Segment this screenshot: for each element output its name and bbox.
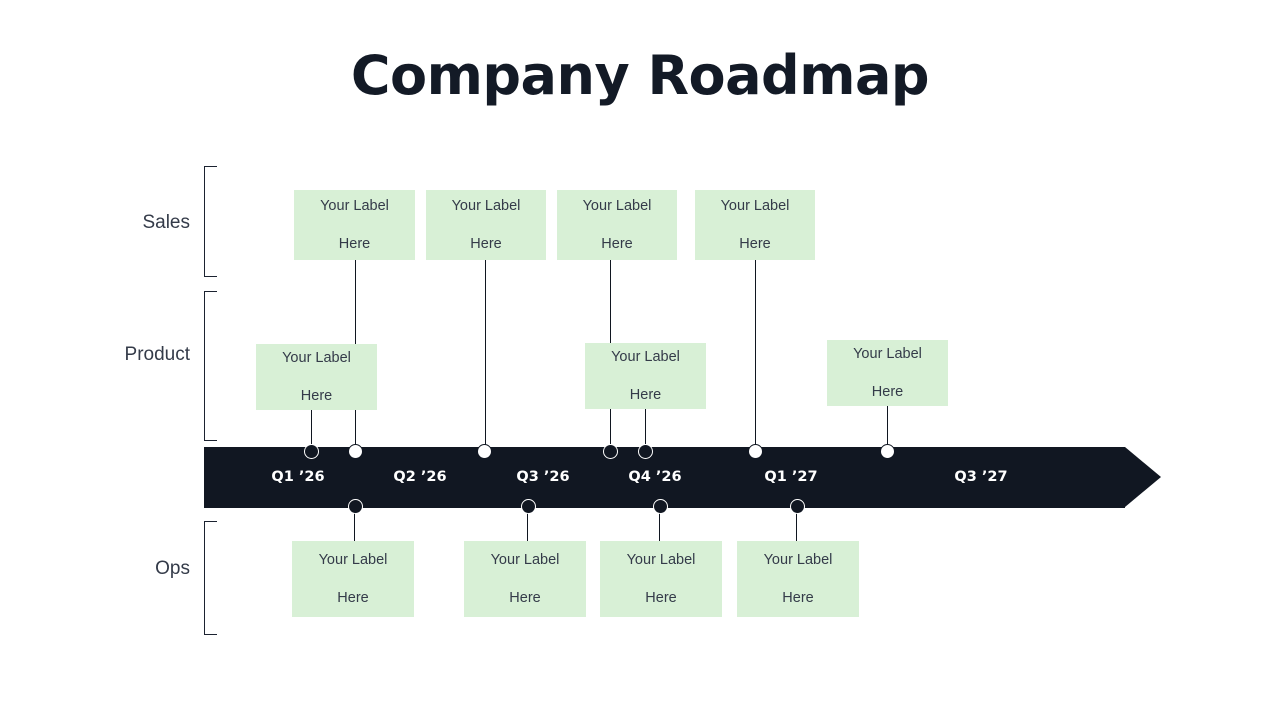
milestone-label-line2: Here [629,386,662,403]
lane-bracket-product [204,291,217,441]
milestone-label-line2: Here [782,589,814,606]
milestone-label-line2: Here [739,235,771,252]
lane-bracket-sales [204,166,217,277]
milestone-label-line2: Here [338,235,371,252]
milestone-label-line1: Your Label [853,345,922,362]
lane-bracket-ops [204,521,217,635]
milestone-sales-1[interactable]: Your Label Here [294,190,415,260]
connector-ops-1 [354,505,356,541]
milestone-label-line2: Here [871,383,904,400]
milestone-label-line1: Your Label [763,551,833,568]
milestone-label-line1: Your Label [626,551,696,568]
quarter-label-q1-27: Q1 ’27 [764,469,818,485]
milestone-label-line1: Your Label [582,197,652,214]
milestone-label-line1: Your Label [318,551,388,568]
connector-ops-2 [527,505,529,541]
lane-label-product: Product [124,344,190,365]
connector-product-3 [887,406,889,452]
page-title: Company Roadmap [350,44,930,107]
connector-product-2 [645,409,647,452]
milestone-sales-4[interactable]: Your Label Here [695,190,815,260]
timeline-dot-11[interactable] [790,499,805,514]
milestone-label-line2: Here [645,589,677,606]
milestone-product-1[interactable]: Your Label Here [256,344,377,410]
milestone-label-line2: Here [601,235,633,252]
quarter-label-q4-26: Q4 ’26 [628,469,682,485]
milestone-ops-2[interactable]: Your Label Here [464,541,586,617]
timeline-dot-10[interactable] [653,499,668,514]
timeline-dot-1[interactable] [304,444,319,459]
lane-label-sales: Sales [142,212,190,233]
quarter-label-q3-26: Q3 ’26 [516,469,570,485]
milestone-sales-3[interactable]: Your Label Here [557,190,677,260]
timeline-dot-8[interactable] [348,499,363,514]
connector-product-1 [311,409,313,452]
lane-label-ops: Ops [155,558,190,579]
timeline-dot-2[interactable] [348,444,363,459]
timeline-dot-4[interactable] [603,444,618,459]
milestone-label-line2: Here [470,235,502,252]
milestone-label-line1: Your Label [320,197,389,214]
milestone-product-2[interactable]: Your Label Here [585,343,706,409]
quarter-label-q3-27: Q3 ’27 [954,469,1008,485]
timeline-dot-3[interactable] [477,444,492,459]
timeline-dot-9[interactable] [521,499,536,514]
milestone-label-line2: Here [300,387,333,404]
milestone-label-line2: Here [509,589,541,606]
milestone-product-3[interactable]: Your Label Here [827,340,948,406]
milestone-ops-1[interactable]: Your Label Here [292,541,414,617]
milestone-label-line1: Your Label [282,349,351,366]
connector-sales-4 [755,260,757,452]
timeline-arrow-icon [1125,447,1161,507]
milestone-ops-3[interactable]: Your Label Here [600,541,722,617]
quarter-label-q1-26: Q1 ’26 [271,469,325,485]
milestone-label-line1: Your Label [611,348,680,365]
timeline-dot-7[interactable] [880,444,895,459]
milestone-sales-2[interactable]: Your Label Here [426,190,546,260]
milestone-ops-4[interactable]: Your Label Here [737,541,859,617]
timeline-dot-5[interactable] [638,444,653,459]
milestone-label-line1: Your Label [451,197,521,214]
milestone-label-line1: Your Label [490,551,560,568]
connector-ops-3 [659,505,661,541]
milestone-label-line1: Your Label [720,197,790,214]
quarter-label-q2-26: Q2 ’26 [393,469,447,485]
timeline-dot-6[interactable] [748,444,763,459]
connector-ops-4 [796,505,798,541]
connector-sales-2 [485,260,487,452]
milestone-label-line2: Here [337,589,369,606]
